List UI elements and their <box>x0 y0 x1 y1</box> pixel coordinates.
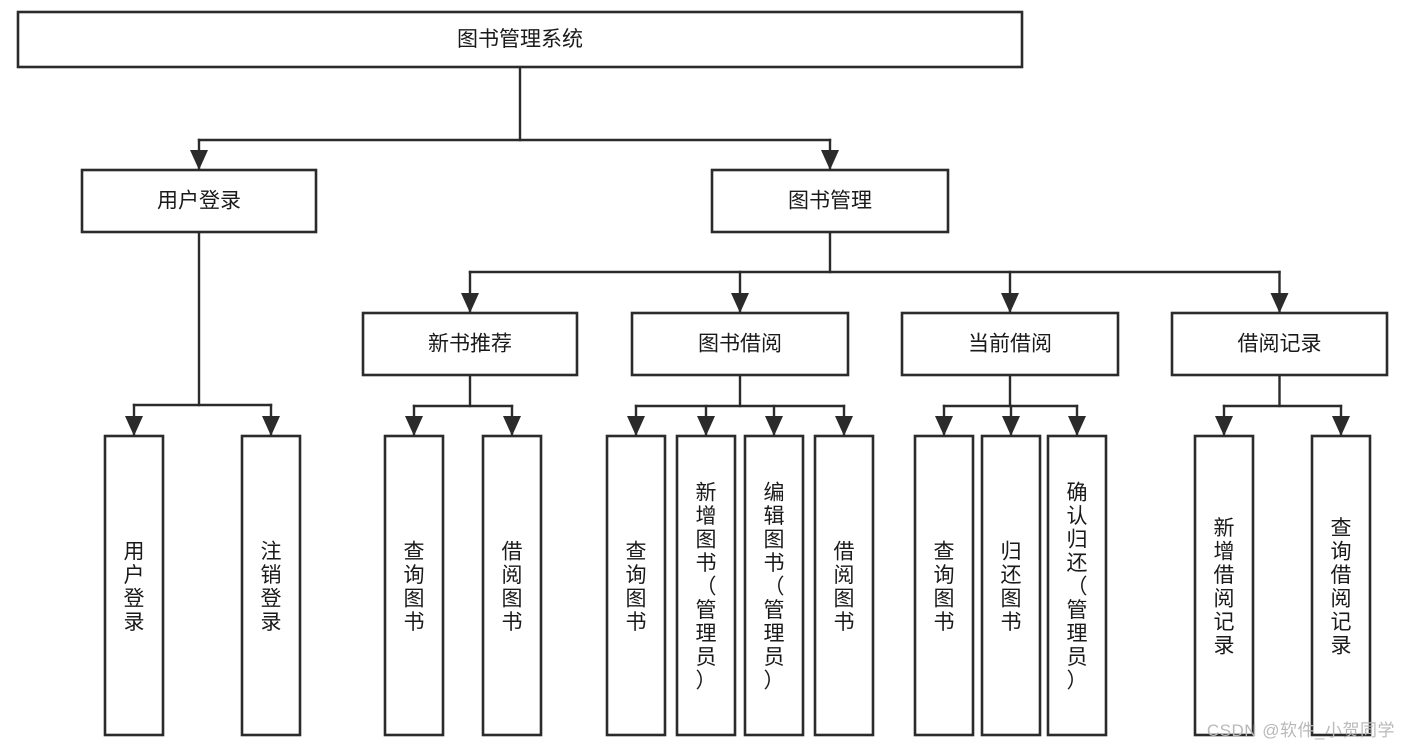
node-label: 归还图书 <box>1001 540 1022 634</box>
arrow-head-icon <box>1068 416 1086 436</box>
node-box[interactable] <box>361 311 579 377</box>
arrow-head-icon <box>731 293 749 313</box>
node-leaf-user-logout[interactable]: 注销登录 <box>240 434 302 737</box>
node-box[interactable] <box>103 434 165 737</box>
node-leaf-borrow-book-2[interactable]: 借阅图书 <box>813 434 875 737</box>
node-box[interactable] <box>900 311 1120 377</box>
node-box[interactable] <box>1310 434 1372 737</box>
node-box[interactable] <box>240 434 302 737</box>
node-box[interactable] <box>630 311 850 377</box>
node-box[interactable] <box>481 434 543 737</box>
node-label: 图书管理 <box>788 190 872 213</box>
node-leaf-return-book[interactable]: 归还图书 <box>980 434 1042 737</box>
node-label: 用户登录 <box>157 190 241 213</box>
arrow-head-icon <box>190 150 208 170</box>
node-leaf-query-book-3[interactable]: 查询图书 <box>913 434 975 737</box>
node-box[interactable] <box>1193 434 1255 737</box>
arrow-head-icon <box>461 293 479 313</box>
node-box[interactable] <box>743 434 805 737</box>
node-label: 借阅记录 <box>1238 333 1322 356</box>
node-box[interactable] <box>1170 311 1389 377</box>
node-box[interactable] <box>605 434 667 737</box>
node-leaf-confirm-return[interactable]: 确认归还（管理员） <box>1046 434 1108 737</box>
arrow-head-icon <box>627 416 645 436</box>
node-box[interactable] <box>913 434 975 737</box>
node-label: 编辑图书（管理员） <box>764 481 785 692</box>
node-box[interactable] <box>383 434 445 737</box>
node-book-borrow[interactable]: 图书借阅 <box>630 311 850 377</box>
node-label: 注销登录 <box>261 540 282 634</box>
arrow-head-icon <box>405 416 423 436</box>
node-label: 图书借阅 <box>698 333 782 356</box>
node-new-book-recommend[interactable]: 新书推荐 <box>361 311 579 377</box>
node-label: 借阅图书 <box>834 540 855 634</box>
arrow-head-icon <box>125 416 143 436</box>
arrow-head-icon <box>1002 416 1020 436</box>
node-label: 查询图书 <box>934 540 955 634</box>
node-borrow-record[interactable]: 借阅记录 <box>1170 311 1389 377</box>
node-label: 用户登录 <box>124 540 145 634</box>
arrow-head-icon <box>1332 416 1350 436</box>
node-leaf-add-record[interactable]: 新增借阅记录 <box>1193 434 1255 737</box>
arrow-head-icon <box>503 416 521 436</box>
node-box[interactable] <box>675 434 737 737</box>
connector-layer <box>125 65 1350 437</box>
node-book-manage[interactable]: 图书管理 <box>710 168 950 234</box>
node-leaf-edit-book[interactable]: 编辑图书（管理员） <box>743 434 805 737</box>
node-user-login[interactable]: 用户登录 <box>80 168 318 234</box>
node-label: 借阅图书 <box>502 540 523 634</box>
node-root[interactable]: 图书管理系统 <box>16 10 1024 69</box>
node-label: 新增借阅记录 <box>1214 516 1235 657</box>
arrow-head-icon <box>262 416 280 436</box>
node-box[interactable] <box>710 168 950 234</box>
node-leaf-query-book-1[interactable]: 查询图书 <box>383 434 445 737</box>
node-label: 图书管理系统 <box>457 28 583 51</box>
node-label: 查询图书 <box>404 540 425 634</box>
node-leaf-query-record[interactable]: 查询借阅记录 <box>1310 434 1372 737</box>
node-box[interactable] <box>16 10 1024 69</box>
arrow-head-icon <box>765 416 783 436</box>
node-leaf-user-login[interactable]: 用户登录 <box>103 434 165 737</box>
node-current-borrow[interactable]: 当前借阅 <box>900 311 1120 377</box>
node-label: 新书推荐 <box>428 333 512 356</box>
node-box[interactable] <box>980 434 1042 737</box>
arrow-head-icon <box>697 416 715 436</box>
csdn-watermark: CSDN @软件_小贺同学 <box>1206 721 1395 740</box>
arrow-head-icon <box>1270 293 1289 313</box>
node-label: 查询借阅记录 <box>1331 516 1352 657</box>
arrow-head-icon <box>935 416 953 436</box>
node-label: 新增图书（管理员） <box>696 481 717 692</box>
node-box[interactable] <box>1046 434 1108 737</box>
arrow-head-icon <box>821 150 839 170</box>
node-leaf-add-book[interactable]: 新增图书（管理员） <box>675 434 737 737</box>
node-label: 确认归还（管理员） <box>1067 481 1088 692</box>
arrow-head-icon <box>1215 416 1233 436</box>
node-box[interactable] <box>80 168 318 234</box>
node-label: 当前借阅 <box>968 333 1052 356</box>
arrow-head-icon <box>835 416 853 436</box>
node-box[interactable] <box>813 434 875 737</box>
arrow-head-icon <box>1001 293 1019 313</box>
node-leaf-query-book-2[interactable]: 查询图书 <box>605 434 667 737</box>
node-leaf-borrow-book-1[interactable]: 借阅图书 <box>481 434 543 737</box>
node-label: 查询图书 <box>626 540 647 634</box>
node-layer: 图书管理系统用户登录图书管理新书推荐图书借阅当前借阅借阅记录用户登录注销登录查询… <box>16 10 1389 737</box>
